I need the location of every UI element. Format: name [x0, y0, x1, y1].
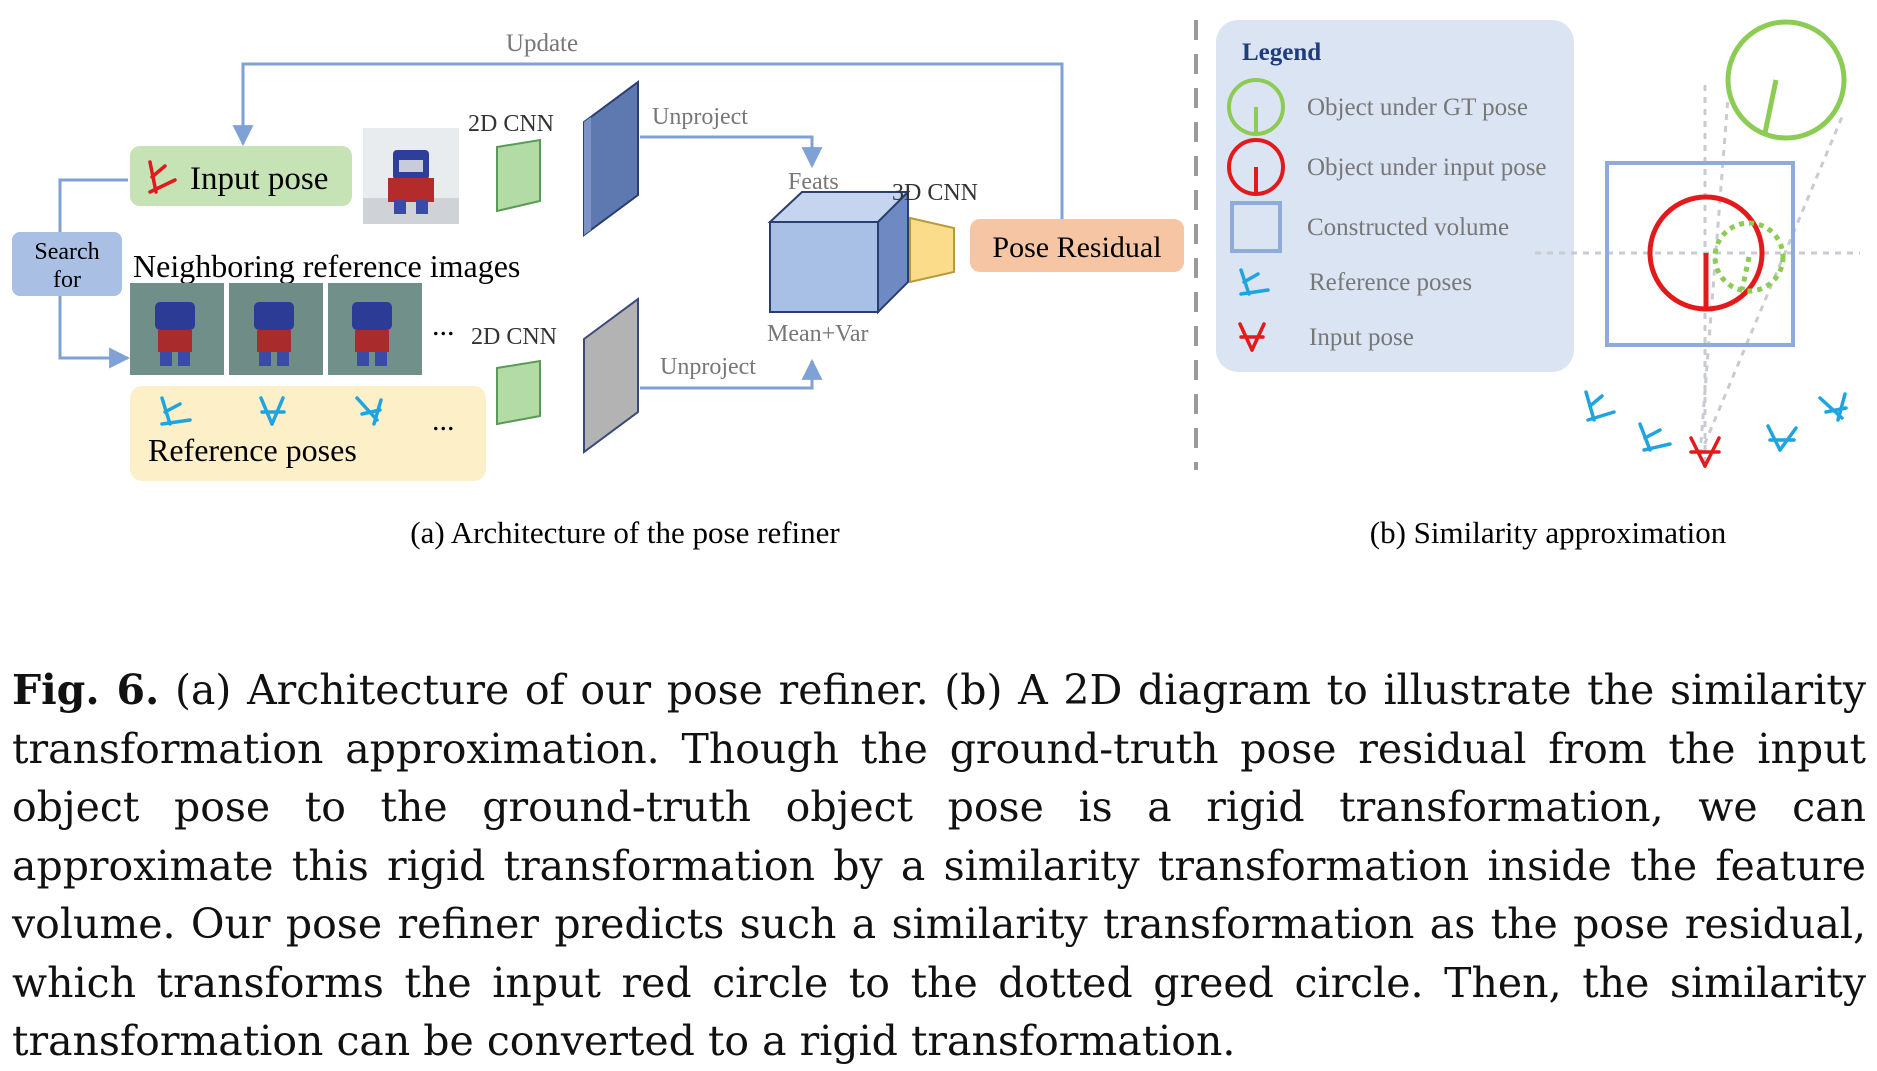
neighbor-label: Neighboring reference images — [133, 248, 520, 284]
feature-volume-cube — [767, 189, 911, 315]
cnn3d-label: 3D CNN — [892, 180, 978, 206]
input-object-circle — [1647, 194, 1765, 312]
sketch-ref-pose-1 — [1584, 390, 1616, 422]
images-ellipsis: ... — [432, 309, 455, 342]
figure-diagram: Update Search for Input pose Neighboring… — [12, 19, 1860, 550]
unproject-arrow-top — [640, 135, 823, 169]
legend-item-input-pose: Input pose — [1309, 324, 1414, 351]
search-label-line1: Search — [34, 239, 99, 265]
input-image — [363, 128, 459, 224]
legend-gt-icon — [1227, 78, 1285, 136]
legend-input-pose-icon — [1238, 322, 1266, 352]
legend-item-input: Object under input pose — [1307, 154, 1547, 181]
sketch-input-pose — [1689, 436, 1721, 468]
legend-volume-icon — [1230, 201, 1282, 253]
unproject-label-bottom: Unproject — [660, 354, 756, 380]
pose-residual-box — [970, 219, 1184, 272]
gt-object-circle — [1725, 19, 1847, 141]
input-pose-icon — [148, 160, 177, 194]
reference-pose-icon-1 — [160, 396, 192, 426]
caption-text: (a) Architecture of our pose refiner. (b… — [12, 666, 1866, 1065]
legend-item-reference: Reference poses — [1309, 269, 1472, 296]
sketch-ref-pose-4 — [1818, 392, 1848, 422]
constructed-volume — [1605, 161, 1795, 347]
legend-item-gt: Object under GT pose — [1307, 94, 1528, 121]
cnn2d-bottom — [496, 359, 541, 426]
cnn2d-label-top: 2D CNN — [468, 111, 554, 137]
cnn2d-label-bottom: 2D CNN — [471, 324, 557, 350]
reference-pose-icons — [160, 396, 383, 426]
reference-pose-icon-3 — [355, 396, 383, 426]
cnn3d-block — [909, 216, 955, 284]
reference-pose-icon-2 — [259, 396, 286, 426]
search-arrows — [58, 178, 131, 369]
reference-image-2 — [229, 283, 323, 375]
legend-title: Legend — [1242, 39, 1321, 66]
transformed-dotted-circle — [1712, 220, 1786, 294]
update-label: Update — [506, 30, 578, 57]
search-label-line2: for — [53, 267, 81, 293]
unproject-label-top: Unproject — [652, 104, 748, 130]
cnn2d-top — [496, 138, 541, 213]
feature-map-bottom — [583, 297, 639, 454]
input-pose-box — [130, 146, 352, 206]
reference-poses-sketch — [1584, 390, 1848, 468]
update-loop-arrow — [232, 62, 1064, 220]
input-pose-label: Input pose — [190, 161, 328, 197]
similarity-sketch — [1535, 19, 1860, 462]
figure-caption: Fig. 6. (a) Architecture of our pose ref… — [12, 661, 1866, 1071]
poses-ellipsis: ... — [432, 404, 455, 437]
unproject-arrow-bottom — [640, 358, 823, 390]
reference-image-3 — [328, 283, 422, 375]
pose-residual-label: Pose Residual — [992, 231, 1161, 264]
caption-label: Fig. 6. — [12, 666, 160, 714]
subcaption-b: (b) Similarity approximation — [1370, 515, 1727, 550]
reference-poses-box — [130, 386, 486, 481]
meanvar-label: Mean+Var — [767, 321, 869, 347]
legend-input-icon — [1227, 138, 1285, 196]
sketch-ref-pose-2 — [1638, 422, 1672, 452]
subcaption-a: (a) Architecture of the pose refiner — [410, 515, 840, 550]
reference-poses-label: Reference poses — [148, 432, 357, 468]
legend-reference-icon — [1239, 268, 1270, 296]
legend-item-volume: Constructed volume — [1307, 214, 1509, 241]
reference-image-1 — [130, 283, 224, 375]
legend-box — [1216, 20, 1574, 372]
search-for-box — [12, 232, 122, 296]
feature-map-top — [583, 80, 639, 237]
feats-label: Feats — [788, 169, 839, 195]
sketch-ref-pose-3 — [1766, 424, 1798, 452]
